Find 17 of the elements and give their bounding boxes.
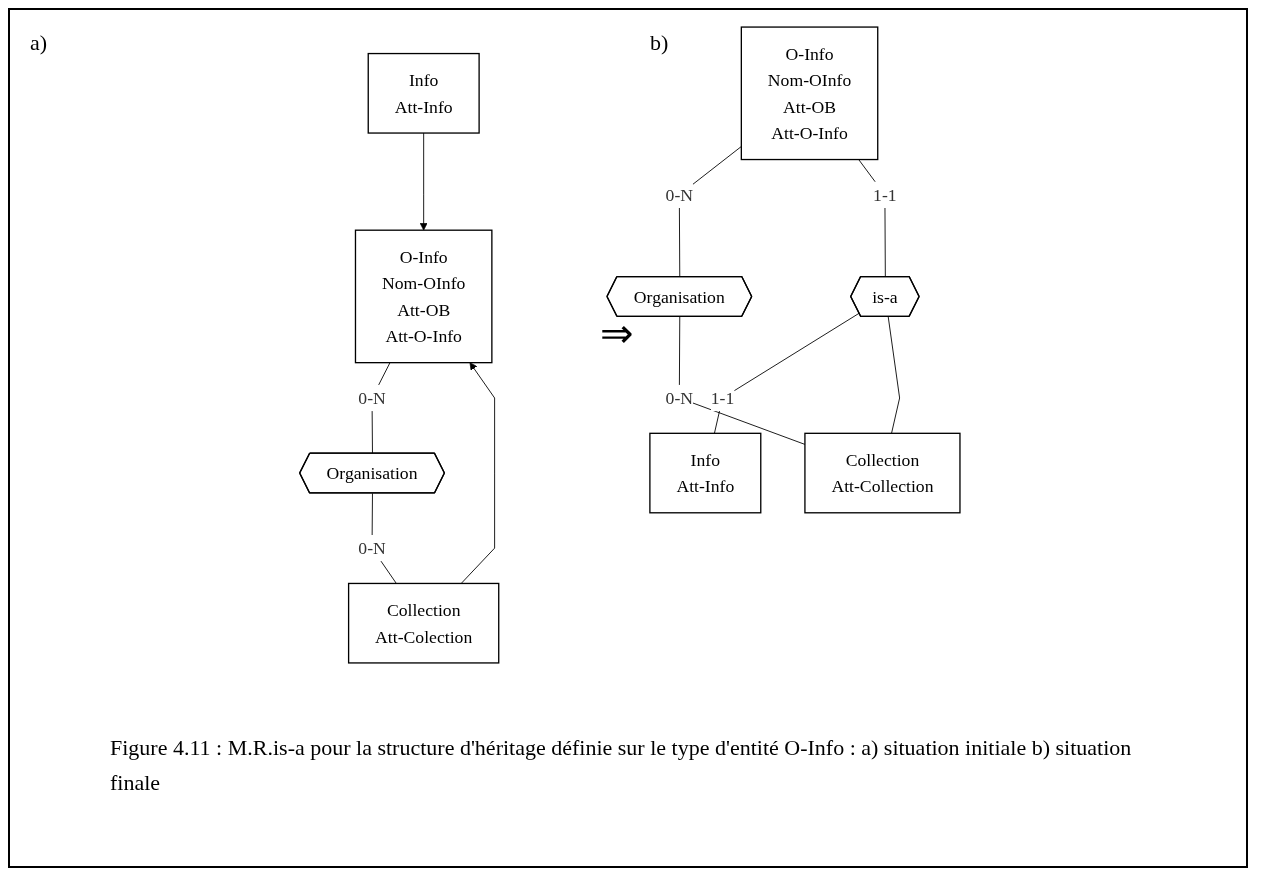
connector <box>679 316 806 445</box>
node-box: Collection Att-Colection <box>348 582 500 664</box>
node-box: Info Att-Info <box>367 52 480 134</box>
panel-label: b) <box>650 30 669 56</box>
edge-label: 1-1 <box>873 185 897 205</box>
edge-label: 0-N <box>358 388 386 408</box>
figure-caption: Figure 4.11 : M.R.is-a pour la structure d'héritage définie sur le type d'entité O-Info : a) situation initiale b) situation finale <box>110 734 1133 798</box>
node-box: O-Info Nom-OInfo Att-OB Att-O-Info <box>740 26 879 161</box>
edge-label: 0-N <box>358 538 386 558</box>
connector <box>887 316 901 434</box>
edge-label: 0-N <box>665 185 694 205</box>
edge-label: 0-N <box>665 388 694 408</box>
node-box: Collection Att-Collection <box>804 432 961 514</box>
node-box: O-Info Nom-OInfo Att-OB Att-O-Info <box>355 229 493 364</box>
panel-label: a) <box>30 30 48 56</box>
node-box: Info Att-Info <box>649 432 762 514</box>
edge-label: 1-1 <box>710 388 735 408</box>
